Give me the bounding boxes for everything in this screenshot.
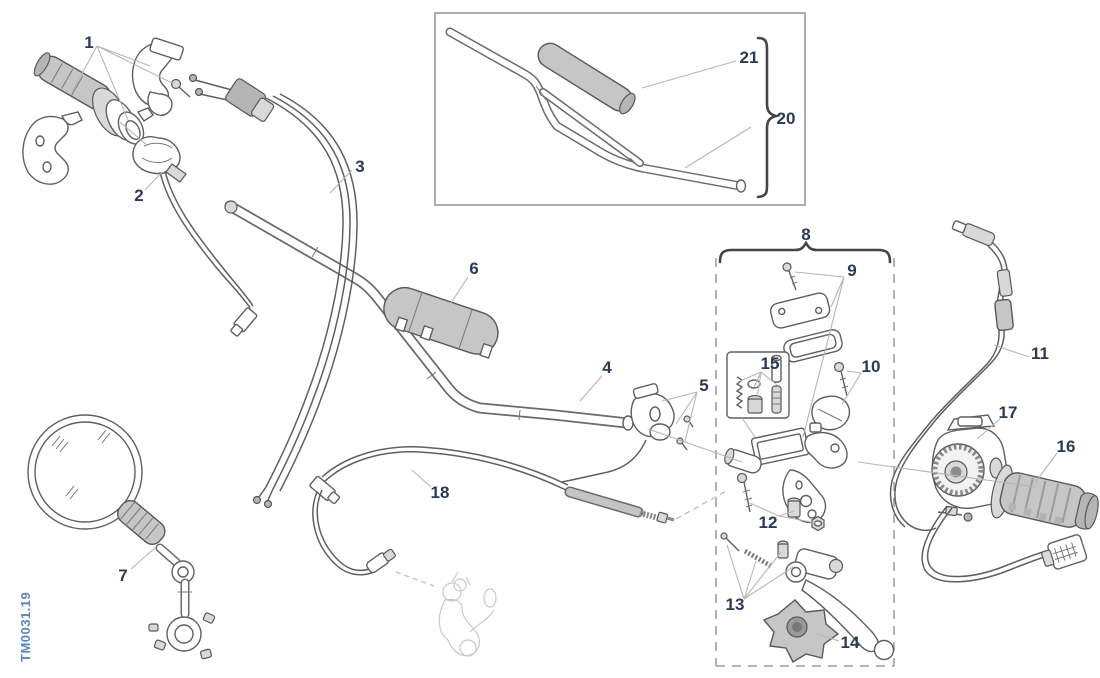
adjuster-knob-14 xyxy=(762,599,840,663)
part-label-1: 1 xyxy=(84,33,93,52)
bar-pad-6 xyxy=(383,286,499,359)
part-label-3: 3 xyxy=(355,157,364,176)
part-label-7: 7 xyxy=(118,566,127,585)
part-label-6: 6 xyxy=(469,259,478,278)
part-label-13: 13 xyxy=(726,595,745,614)
part-label-9: 9 xyxy=(847,261,856,280)
mirror-clamp-bolts xyxy=(148,612,216,660)
throttle-cables-3-run xyxy=(252,93,358,509)
grip-assembly xyxy=(22,37,191,185)
part-label-2: 2 xyxy=(134,186,143,205)
brace-20-bracket xyxy=(756,36,781,199)
part-label-21: 21 xyxy=(740,48,759,67)
mirror-7 xyxy=(27,414,216,660)
switch-housing-upper xyxy=(131,37,184,116)
lever-parts-13 xyxy=(720,532,895,661)
leader-21 xyxy=(641,60,737,89)
connector-2 xyxy=(230,307,258,337)
part-labels: 1 2 3 4 5 6 7 8 9 10 11 12 13 14 15 16 1… xyxy=(84,33,1075,652)
screw-1 xyxy=(170,78,191,98)
clamp-group-10 xyxy=(809,361,851,433)
throttle-cam-tab xyxy=(136,107,154,122)
part-label-8: 8 xyxy=(801,225,810,244)
part-label-20: 20 xyxy=(777,109,796,128)
mounting-bolts-12 xyxy=(736,472,825,532)
part-label-10: 10 xyxy=(862,357,881,376)
mirror-boot xyxy=(117,499,166,545)
piston-kit-box-15 xyxy=(726,351,790,441)
part-label-5: 5 xyxy=(699,376,708,395)
throttle-cables-3 xyxy=(188,73,275,122)
clutch-cable-18 xyxy=(309,446,675,657)
doc-code-text: TM0031.19 xyxy=(18,592,33,662)
switch-cluster-17 xyxy=(921,414,1088,583)
part-label-16: 16 xyxy=(1057,437,1076,456)
brake-assembly-box-8 xyxy=(715,240,895,667)
grip-16 xyxy=(990,464,1099,530)
part-label-17: 17 xyxy=(999,403,1018,422)
part-label-18: 18 xyxy=(431,483,450,502)
leader-lines xyxy=(71,45,1058,642)
inset-handlebar xyxy=(445,27,747,193)
inset-box xyxy=(434,12,806,206)
part-label-14: 14 xyxy=(841,633,860,652)
handlebar-4 xyxy=(224,200,634,431)
kill-switch-5 xyxy=(561,383,694,483)
reservoir-cap-group-9 xyxy=(769,262,843,363)
throttle-housing-2 xyxy=(132,135,258,337)
bar-clamp-lower xyxy=(22,111,83,185)
part-label-11: 11 xyxy=(1031,344,1049,363)
connector-18 xyxy=(309,475,341,505)
multi-pin-connector xyxy=(1041,534,1088,570)
leader-20 xyxy=(684,126,752,169)
cable-11 xyxy=(889,220,1014,532)
ghost-clutch-actuator xyxy=(438,571,497,657)
inset-bar-pad xyxy=(537,42,636,115)
cable-elbow-fitting xyxy=(366,548,396,574)
part-label-12: 12 xyxy=(759,513,778,532)
part-label-4: 4 xyxy=(602,358,612,377)
master-cylinder-body xyxy=(724,427,848,524)
part-label-15: 15 xyxy=(761,354,780,373)
